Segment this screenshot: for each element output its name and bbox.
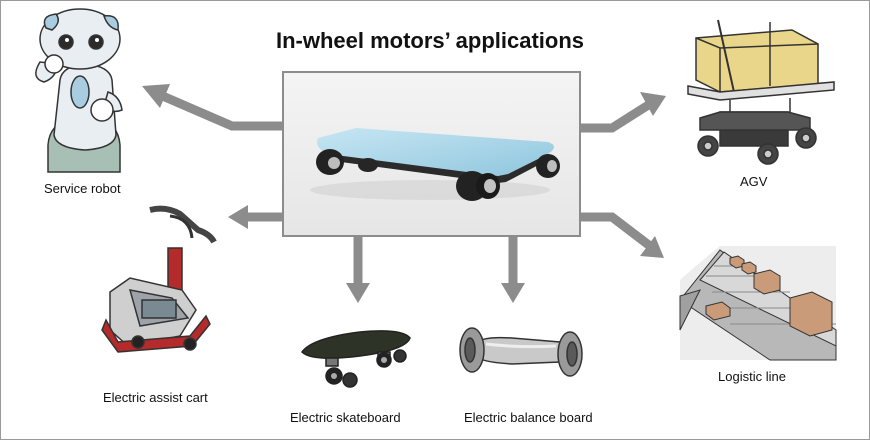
label-service-robot: Service robot [44,181,121,196]
arrow-to-electric-assist-cart [228,205,283,229]
electric-balance-board-illustration [459,327,583,377]
arrow-to-electric-balance-board [501,236,525,303]
service-robot-illustration [35,8,123,173]
electric-skateboard-illustration [301,330,411,388]
label-electric-skateboard: Electric skateboard [290,410,401,425]
arrow-to-logistic-line [580,212,664,258]
label-logistic-line: Logistic line [718,369,786,384]
arrow-to-service-robot [142,84,283,131]
electric-assist-cart-illustration [101,205,217,353]
agv-illustration [687,19,835,165]
label-electric-assist-cart: Electric assist cart [103,390,208,405]
arrows [142,84,666,303]
label-electric-balance-board: Electric balance board [464,410,593,425]
arrow-to-agv [580,92,666,133]
arrow-to-electric-skateboard [346,236,370,303]
diagram-title: In-wheel motors’ applications [275,28,585,53]
logistic-line-illustration [679,246,837,361]
label-agv: AGV [740,174,768,189]
in-wheel-board-photo [282,71,581,237]
